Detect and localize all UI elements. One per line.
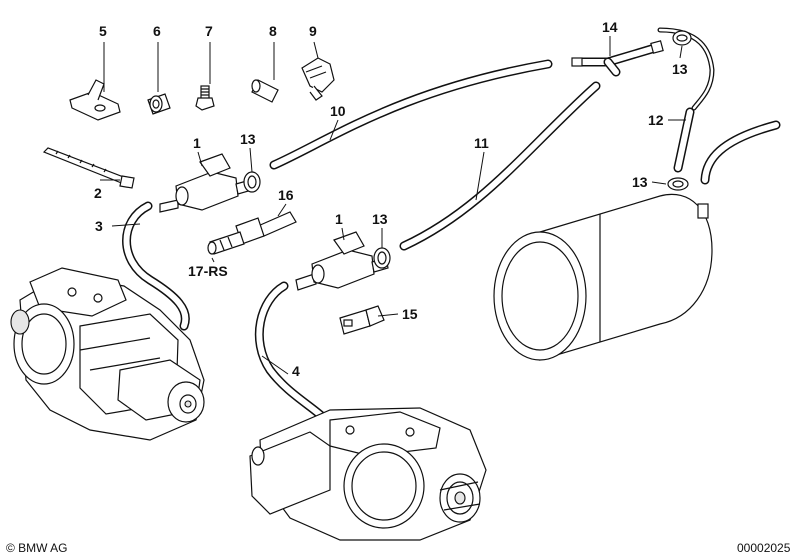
hose-11 [399, 81, 601, 251]
part-6-bushing [147, 93, 171, 115]
label-part-1-lower: 1 [335, 211, 343, 227]
label-part-17-rs: 17-RS [188, 263, 228, 279]
label-part-7: 7 [205, 23, 213, 39]
part-14-y-connector [571, 40, 664, 77]
label-part-5: 5 [99, 23, 107, 39]
label-part-9: 9 [309, 23, 317, 39]
label-part-13-b: 13 [372, 211, 388, 227]
label-part-13-c: 13 [672, 61, 688, 77]
label-part-8: 8 [269, 23, 277, 39]
leader-lines [100, 36, 686, 375]
hose-4 [254, 281, 331, 425]
label-part-4: 4 [292, 363, 300, 379]
copyright-text: © BMW AG [6, 541, 68, 555]
label-part-11: 11 [474, 135, 489, 151]
part-16-fitting [207, 211, 297, 255]
carbon-canister [493, 193, 713, 361]
part-2-cable-tie [42, 147, 135, 189]
hose-10 [269, 59, 553, 170]
part-8-sleeve [251, 79, 279, 103]
diagram-number: 00002025 [737, 541, 791, 555]
label-part-6: 6 [153, 23, 161, 39]
label-part-3: 3 [95, 218, 103, 234]
label-part-14: 14 [602, 19, 618, 35]
label-part-12: 12 [648, 112, 664, 128]
label-part-15: 15 [402, 306, 418, 322]
label-part-13-a: 13 [240, 131, 256, 147]
hose-12 [657, 27, 715, 173]
throttle-body-left [10, 267, 205, 441]
label-part-2: 2 [94, 185, 102, 201]
label-part-16: 16 [278, 187, 294, 203]
hose-canister-right [700, 120, 781, 185]
part-13-clamp-b [373, 247, 391, 269]
hose-3 [122, 201, 190, 331]
label-part-10: 10 [330, 103, 346, 119]
label-part-1-upper: 1 [193, 135, 201, 151]
part-1-valve-upper [159, 153, 253, 213]
part-13-clamp-a [243, 171, 261, 193]
label-part-13-d: 13 [632, 174, 648, 190]
part-15-connector [339, 305, 385, 335]
part-7-bolt [195, 85, 215, 111]
throttle-body-bottom [249, 407, 487, 541]
part-5-bracket [69, 79, 121, 121]
part-13-clamp-d [667, 177, 689, 191]
part-13-clamp-c [672, 30, 692, 46]
part-9-connector [301, 57, 335, 101]
